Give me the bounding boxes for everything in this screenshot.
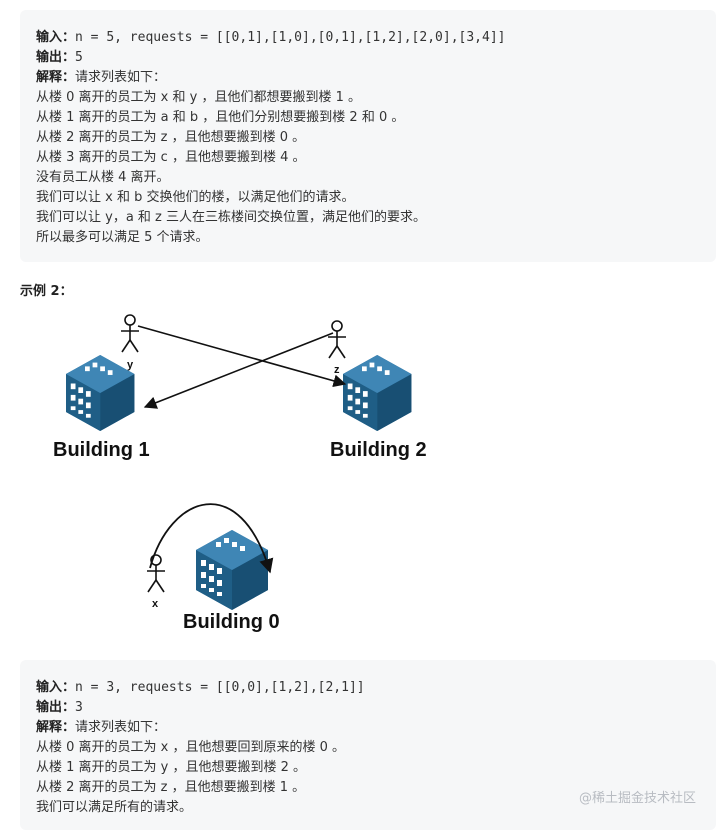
person-y-label: y [127, 359, 134, 371]
explain-text-line: 我们可以满足所有的请求。 [36, 800, 193, 815]
building-1-label: Building 1 [53, 439, 150, 461]
explain-line: 解释：请求列表如下： [36, 70, 167, 85]
person-y-icon [120, 314, 140, 353]
watermark: @稀土掘金技术社区 [578, 791, 696, 806]
explain-text-line: 从楼 3 离开的员工为 c ，且他想要搬到楼 4 。 [36, 150, 306, 165]
person-x-icon [146, 554, 166, 593]
arrow-y-to-building-2 [137, 325, 347, 388]
person-x-label: x [152, 598, 159, 610]
explain-line: 解释：请求列表如下： [36, 720, 167, 735]
explain-text-line: 从楼 0 离开的员工为 x ，且他想要回到原来的楼 0 。 [36, 740, 346, 755]
building-2-label: Building 2 [330, 439, 427, 461]
person-z-label: z [334, 364, 340, 376]
arrow-z-to-building-1 [143, 332, 334, 409]
building-1-icon [66, 355, 135, 431]
example1-code-block: 输入：n = 5, requests = [[0,1],[1,0],[0,1],… [20, 10, 716, 262]
building-0-label: Building 0 [183, 611, 280, 633]
input-line: 输入：n = 3, requests = [[0,0],[1,2],[2,1]] [36, 680, 365, 695]
explain-text-line: 从楼 1 离开的员工为 y ，且他想要搬到楼 2 。 [36, 760, 307, 775]
example2-heading: 示例 2： [20, 284, 73, 299]
output-line: 输出：3 [36, 700, 83, 715]
explain-text-line: 从楼 1 离开的员工为 a 和 b ，且他们分别想要搬到楼 2 和 0 。 [36, 110, 405, 125]
buildings-diagram: Building 1 Building 2 y z Building 0 x [53, 314, 427, 633]
explain-text-line: 所以最多可以满足 5 个请求。 [36, 230, 209, 245]
person-z-icon [327, 320, 347, 359]
explain-text-line: 我们可以让 x 和 b 交换他们的楼，以满足他们的请求。 [36, 190, 355, 205]
explain-text-line: 我们可以让 y，a 和 z 三人在三栋楼间交换位置，满足他们的要求。 [36, 210, 427, 225]
building-0-icon [196, 530, 268, 610]
arrow-x-to-building-0 [149, 503, 274, 574]
explain-text-line: 从楼 0 离开的员工为 x 和 y ，且他们都想要搬到楼 1 。 [36, 90, 361, 105]
explain-text-line: 没有员工从楼 4 离开。 [36, 170, 170, 185]
building-2-icon [343, 355, 412, 431]
example2-code-block: 输入：n = 3, requests = [[0,0],[1,2],[2,1]]… [20, 660, 716, 830]
explain-text-line: 从楼 2 离开的员工为 z ，且他想要搬到楼 0 。 [36, 130, 306, 145]
input-line: 输入：n = 5, requests = [[0,1],[1,0],[0,1],… [36, 30, 506, 45]
output-line: 输出：5 [36, 50, 83, 65]
explain-text-line: 从楼 2 离开的员工为 z ，且他想要搬到楼 1 。 [36, 780, 306, 795]
